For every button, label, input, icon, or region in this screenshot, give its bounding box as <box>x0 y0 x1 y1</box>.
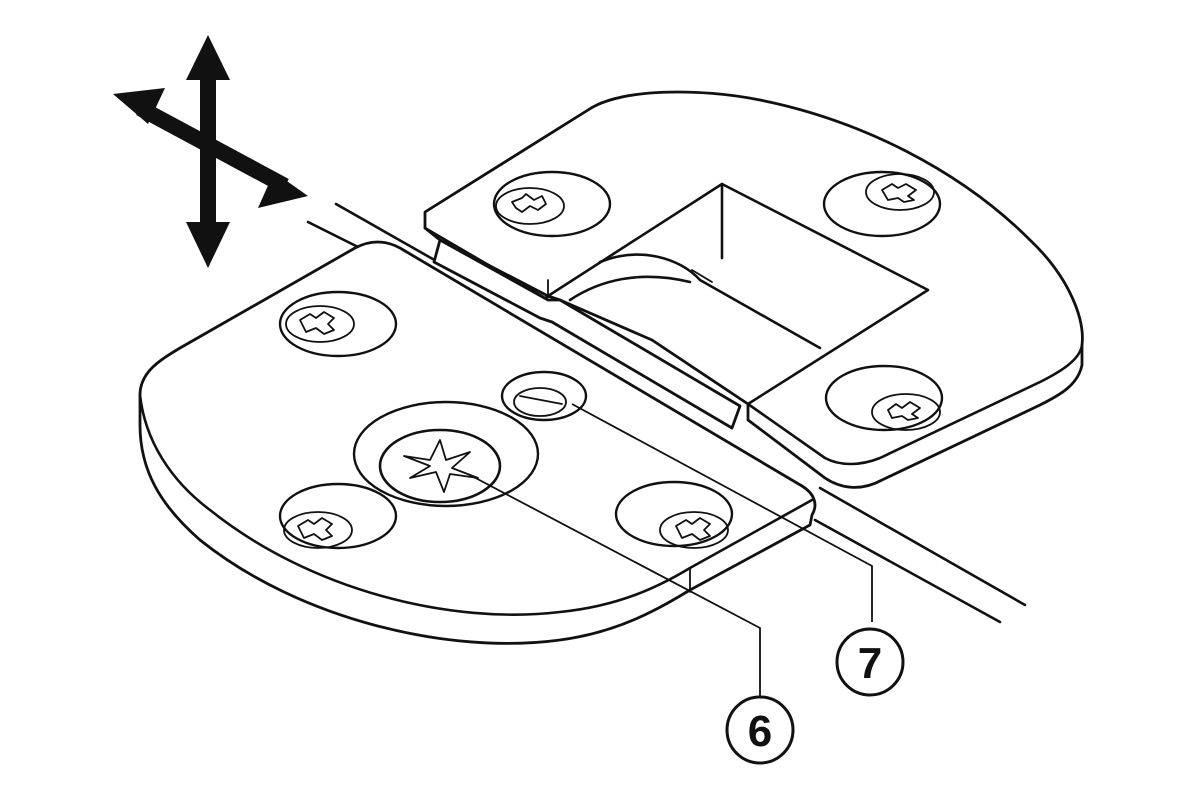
pozi-screw-head-icon <box>881 183 917 203</box>
screw-pocket-front-2 <box>278 482 398 550</box>
front-hinge-leaf <box>138 240 817 645</box>
up-arrowhead-icon <box>186 35 230 80</box>
pozi-screw-head-icon <box>299 311 335 335</box>
star-screw-head-icon <box>403 439 479 493</box>
pozi-screw-head-icon <box>297 517 333 541</box>
callout-6-label: 6 <box>748 707 772 756</box>
central-cross-screw <box>352 400 540 508</box>
slotted-adjustment-screw <box>500 370 588 422</box>
right-arrowhead-icon <box>258 172 308 208</box>
surface-edge-lines <box>306 202 1027 624</box>
back-hinge-leaf <box>423 90 1084 489</box>
pozi-screw-head-icon <box>887 401 921 421</box>
screw-pocket-back-1 <box>492 170 612 238</box>
pozi-screw-head-icon <box>675 517 711 541</box>
callout-7: 7 <box>835 627 905 697</box>
hinge-knuckle <box>432 238 822 430</box>
screw-pocket-back-2 <box>822 170 942 238</box>
callout-6: 6 <box>725 695 795 765</box>
diagonal-arrow-shaft <box>136 100 289 194</box>
callout-7-label: 7 <box>858 639 882 688</box>
leader-lines <box>467 403 873 700</box>
screw-pocket-front-3 <box>614 480 734 549</box>
screw-pocket-front-1 <box>278 290 398 358</box>
leader-line-6 <box>467 473 761 700</box>
pozi-screw-head-icon <box>511 193 547 213</box>
leader-line-7 <box>571 403 873 622</box>
screw-pocket-back-3 <box>824 364 944 432</box>
down-arrowhead-icon <box>186 222 230 268</box>
cross-out-adjustment-icon <box>113 35 308 268</box>
left-arrowhead-icon <box>113 88 165 124</box>
